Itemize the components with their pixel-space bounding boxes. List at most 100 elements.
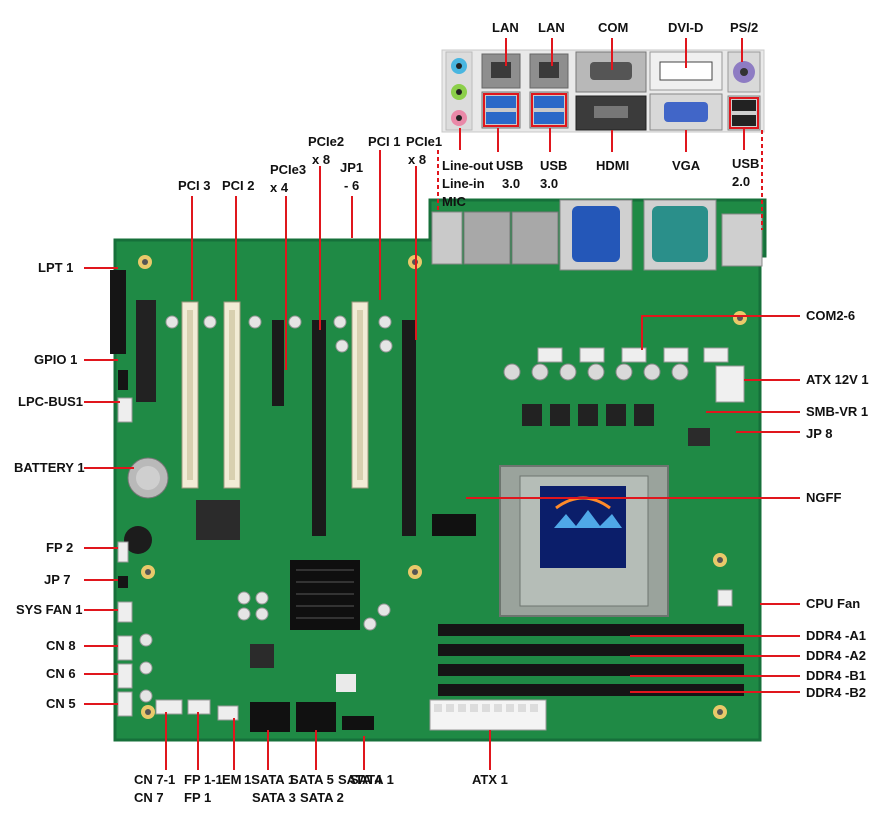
em-header: [217, 705, 239, 721]
label-sata4: SATA 4: [338, 772, 383, 787]
pcie2-slot: [312, 320, 326, 536]
label-usb20-2: 2.0: [732, 174, 750, 189]
label-pcie2-1: PCIe2: [308, 134, 344, 149]
label-atx12v1: ATX 12V 1: [806, 372, 869, 387]
label-smb-vr1: SMB-VR 1: [806, 404, 868, 419]
label-mic: MIC: [442, 194, 466, 209]
board-rear-connectors: [431, 199, 763, 271]
lpc-bus-header: [117, 397, 133, 423]
label-hdmi: HDMI: [596, 158, 629, 173]
label-jp7: JP 7: [44, 572, 71, 587]
label-em: EM: [222, 772, 242, 787]
fp2-header: [117, 541, 129, 563]
label-pci2: PCI 2: [222, 178, 255, 193]
label-com: COM: [598, 20, 628, 35]
label-pcie2-2: x 8: [312, 152, 330, 167]
label-usb30-b-1: USB: [540, 158, 567, 173]
label-fp1: FP 1: [184, 790, 211, 805]
label-cn5: CN 5: [46, 696, 76, 711]
ddr4-b1-slot: [438, 664, 744, 676]
sata3-2-port: [296, 702, 336, 732]
jp7-header: [118, 576, 128, 588]
label-lan-b: LAN: [538, 20, 565, 35]
label-vga: VGA: [672, 158, 701, 173]
label-lpt1: LPT 1: [38, 260, 73, 275]
label-pcie1-1: PCIe1: [406, 134, 442, 149]
ddr4-b2-slot: [438, 684, 744, 696]
label-sata1: 1SATA 1: [244, 772, 295, 787]
label-sata5: SATA 5: [290, 772, 334, 787]
label-usb30-a-1: USB: [496, 158, 523, 173]
label-line-in: Line-in: [442, 176, 485, 191]
label-usb30-a-2: 3.0: [502, 176, 520, 191]
label-pci1: PCI 1: [368, 134, 401, 149]
label-atx1: ATX 1: [472, 772, 508, 787]
leader-lines: [84, 38, 800, 770]
label-fp1-1: FP 1-1: [184, 772, 223, 787]
rear-io-panel: [441, 49, 765, 133]
label-pcie1-2: x 8: [408, 152, 426, 167]
label-ngff: NGFF: [806, 490, 841, 505]
label-ddr4-b1: DDR4 -B1: [806, 668, 866, 683]
vrm-area: [503, 347, 745, 446]
ddr4-a1-slot: [438, 624, 744, 636]
label-fp2: FP 2: [46, 540, 73, 555]
label-jp1-2: - 6: [344, 178, 359, 193]
cn6-header: [117, 663, 133, 689]
label-cn6: CN 6: [46, 666, 76, 681]
label-cn8: CN 8: [46, 638, 76, 653]
audio-jacks: [445, 51, 473, 131]
label-cn7: CN 7: [134, 790, 164, 805]
ngff-slot: [432, 514, 476, 536]
label-dvi-d: DVI-D: [668, 20, 703, 35]
pcie1-slot: [402, 320, 416, 536]
label-pcie3-2: x 4: [270, 180, 289, 195]
lpt1-header: [110, 270, 126, 354]
pcie3-slot: [272, 320, 284, 406]
label-usb20-1: USB: [732, 156, 759, 171]
label-line-out: Line-out: [442, 158, 494, 173]
central-components: [196, 500, 476, 692]
cpu-socket: [499, 465, 669, 617]
label-lan-a: LAN: [492, 20, 519, 35]
dvi-vga-stack: [649, 51, 723, 131]
label-com2-6: COM2-6: [806, 308, 855, 323]
ps2-usb2-stack: [727, 51, 761, 131]
label-usb30-b-2: 3.0: [540, 176, 558, 191]
label-ps2: PS/2: [730, 20, 758, 35]
gpio1-header: [118, 370, 128, 390]
lan-usb-stack-a: [481, 53, 521, 129]
label-ddr4-a1: DDR4 -A1: [806, 628, 866, 643]
label-pcie3-1: PCIe3: [270, 162, 306, 177]
label-cn7-1: CN 7-1: [134, 772, 175, 787]
left-headers: [110, 270, 169, 717]
label-lpc-bus1: LPC-BUS1: [18, 394, 83, 409]
bottom-connectors: [155, 699, 547, 732]
label-cpu-fan: CPU Fan: [806, 596, 860, 611]
label-sata2: SATA 2: [300, 790, 344, 805]
sys-fan-header: [117, 601, 133, 623]
atx12v-connector: [715, 365, 745, 403]
label-ddr4-a2: DDR4 -A2: [806, 648, 866, 663]
label-jp1-1: JP1: [340, 160, 363, 175]
fp1-header: [187, 699, 211, 715]
ddr4-a2-slot: [438, 644, 744, 656]
sata4-1-port: [342, 716, 374, 730]
label-battery1: BATTERY 1: [14, 460, 85, 475]
labels: LAN LAN COM DVI-D PS/2 Line-out Line-in …: [14, 20, 869, 805]
cn5-header: [117, 691, 133, 717]
label-ddr4-b2: DDR4 -B2: [806, 685, 866, 700]
cpu-fan-header: [717, 589, 733, 607]
expansion-slots: [165, 301, 416, 536]
label-jp8: JP 8: [806, 426, 833, 441]
cn7-header: [155, 699, 183, 715]
label-sata1b: SATA 1: [350, 772, 394, 787]
label-sata3: SATA 3: [252, 790, 296, 805]
label-gpio1: GPIO 1: [34, 352, 77, 367]
sata1-5-port: [250, 702, 290, 732]
label-pci3: PCI 3: [178, 178, 211, 193]
label-sys-fan1: SYS FAN 1: [16, 602, 82, 617]
cn8-header: [117, 635, 133, 661]
lan-usb-stack-b: [529, 53, 569, 129]
